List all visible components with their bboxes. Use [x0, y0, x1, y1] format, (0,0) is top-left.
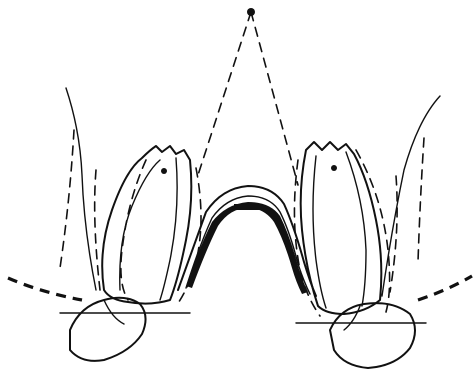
right-molar-lingual-contour: [313, 156, 326, 308]
left-arch-curve: [8, 278, 82, 300]
right-molar-marker: [331, 165, 337, 171]
left-cheek-dashed: [60, 130, 74, 268]
convergence-line-right: [251, 12, 298, 185]
left-molar-outline: [102, 146, 191, 304]
right-molar-dashed-buccal: [356, 150, 390, 312]
appliance-screw: [234, 204, 262, 210]
right-lower-crown: [330, 303, 415, 368]
left-lower-crown-groove: [104, 300, 124, 324]
left-root-dashed-outer: [95, 170, 100, 290]
left-molar-marker: [161, 168, 167, 174]
right-arch-curve: [418, 276, 472, 300]
right-cheek-dashed: [418, 138, 424, 262]
left-cheek-outline: [66, 88, 96, 290]
left-molar-lingual-contour: [160, 158, 177, 300]
convergence-line-left: [198, 12, 251, 175]
right-cheek-outline: [382, 96, 440, 296]
right-root-dashed-outer: [390, 176, 397, 292]
